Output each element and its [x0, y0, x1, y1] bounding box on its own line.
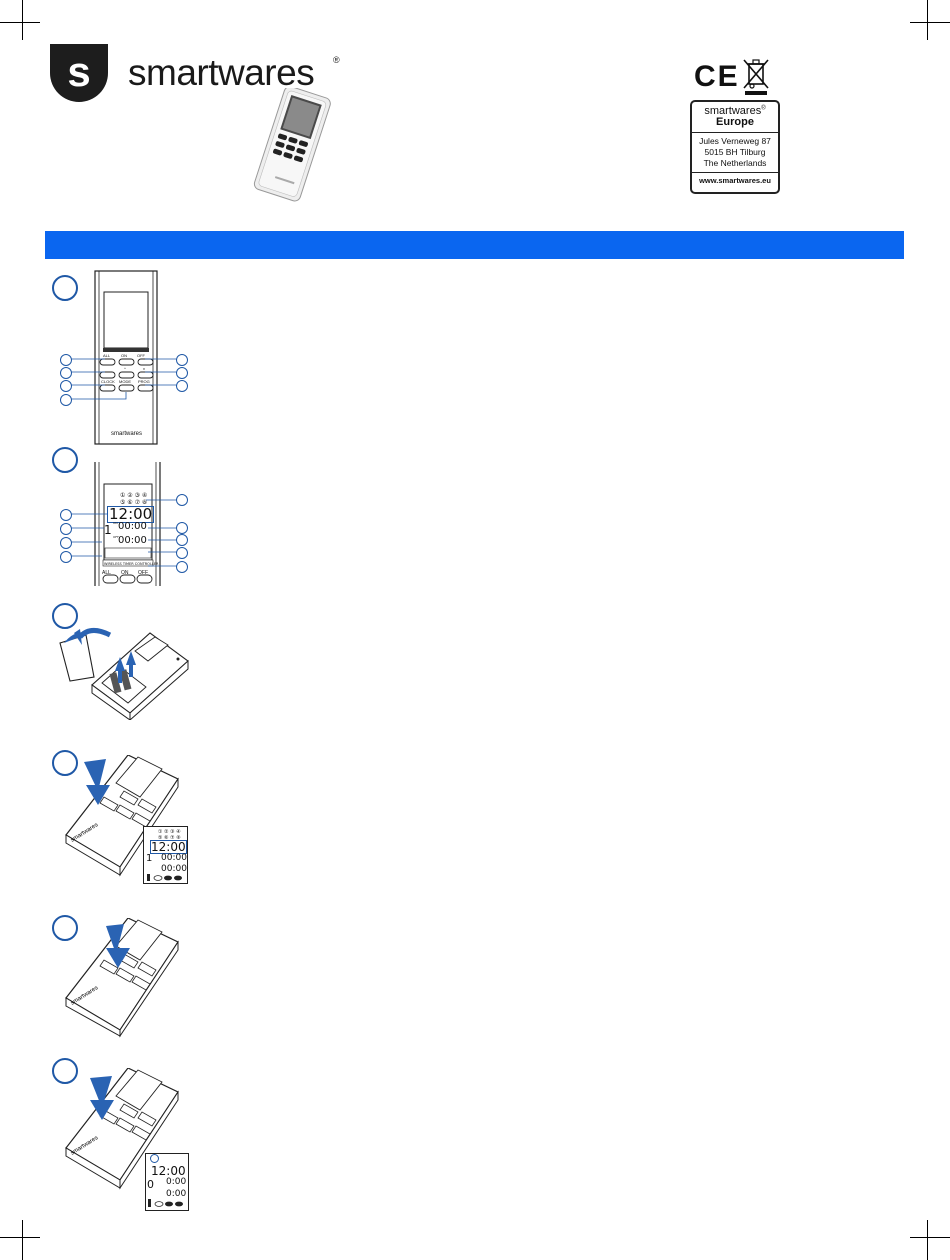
inset-on-time: 00:00: [161, 853, 187, 863]
step-2-leader-lines: [71, 499, 177, 567]
remote-btn-on: ON: [121, 353, 127, 358]
lcd-days-row-1: ① ② ③ ④: [120, 492, 148, 499]
lcd-off-time: 00:00: [118, 535, 147, 546]
callout: [176, 354, 188, 366]
lcd-off-label: OFF: [113, 535, 119, 539]
address-region: Europe: [716, 116, 754, 128]
remote-btn-all: ALL: [103, 353, 111, 358]
remote-btn-clock: CLOCK: [101, 379, 115, 384]
address-website: www.smartwares.eu: [699, 176, 771, 185]
registered-mark: ®: [333, 55, 340, 65]
lcd-btn-on: ON: [121, 570, 129, 576]
remote-brand-label: smartwares: [111, 431, 143, 437]
inset-days-row-1: ① ② ③ ④: [158, 829, 181, 835]
ce-mark: CE: [694, 60, 740, 93]
remote-press-diagram-6: smartwares: [65, 1068, 179, 1190]
address-city: 5015 BH Tilburg: [704, 147, 766, 157]
inset6-indicator-icons: [148, 1199, 183, 1207]
lcd-on-label: ON: [113, 521, 118, 525]
callout: [176, 547, 188, 559]
remote-btn-prog: PROG: [138, 379, 150, 384]
address-brand: smartwares: [704, 105, 762, 117]
manufacturer-address-box: smartwares® Europe Jules Verneweg 87 501…: [690, 100, 780, 194]
inset-indicator-icons: [147, 874, 182, 881]
address-street: Jules Verneweg 87: [699, 136, 771, 146]
remote-btn-down: v: [143, 366, 145, 371]
step-4-marker: [52, 750, 78, 776]
crop-mark: [22, 1220, 23, 1260]
lcd-inset-4: [143, 826, 188, 884]
product-photo: [253, 88, 331, 202]
remote-press-diagram-5: smartwares: [65, 918, 179, 1038]
remote-press-diagram-4: smartwares: [65, 755, 179, 877]
inset6-channel: 0: [147, 1178, 154, 1191]
remote-button-grid: [99, 358, 154, 392]
step-6-marker: [52, 1058, 78, 1084]
lcd-footer: WIRELESS TIMER CONTROLLER: [104, 562, 159, 566]
step-1-leader-lines: [71, 358, 176, 400]
callout: [60, 509, 72, 521]
lcd-on-time: 00:00: [118, 521, 147, 532]
callout: [60, 380, 72, 392]
battery-compartment-diagram: [59, 628, 189, 720]
crop-mark: [927, 1220, 928, 1260]
lcd-btn-all: ALL: [102, 570, 111, 576]
callout: [60, 523, 72, 535]
callout: [60, 537, 72, 549]
callout: [60, 394, 72, 406]
callout: [176, 561, 188, 573]
inset-channel: 1: [146, 853, 153, 864]
brand-name: smartwares: [128, 52, 315, 93]
weee-bin-icon: [743, 59, 769, 95]
lcd-btn-off: OFF: [138, 570, 148, 576]
callout: [60, 354, 72, 366]
highlight-circle: [150, 1154, 159, 1163]
remote-btn-mode: MODE: [119, 379, 131, 384]
step-5-marker: [52, 915, 78, 941]
address-country: The Netherlands: [703, 158, 767, 168]
crop-mark: [0, 22, 40, 23]
remote-front-diagram: [94, 270, 158, 445]
crop-mark: [0, 1237, 40, 1238]
brand-logo: s: [50, 44, 108, 102]
remote-btn-off: OFF: [137, 353, 145, 358]
inset-time: 12:00: [150, 840, 187, 854]
inset6-off-time: 0:00: [166, 1189, 187, 1199]
callout: [60, 551, 72, 563]
step-1-marker: [52, 275, 78, 301]
crop-mark: [910, 1237, 950, 1238]
callout: [176, 367, 188, 379]
callout: [60, 367, 72, 379]
callout: [176, 522, 188, 534]
callout: [176, 494, 188, 506]
callout: [176, 534, 188, 546]
lcd-channel: 1: [104, 523, 112, 537]
inset6-time: 12:00: [151, 1164, 186, 1178]
crop-mark: [22, 0, 23, 40]
section-header-bar: [45, 231, 904, 259]
step-3-marker: [52, 603, 78, 629]
lcd-inset-6: [145, 1153, 189, 1211]
lcd-days-row-2: ⑤ ⑥ ⑦ ⑧: [120, 499, 148, 506]
crop-mark: [927, 0, 928, 40]
inset-off-time: 00:00: [161, 864, 187, 874]
crop-mark: [910, 22, 950, 23]
inset6-on-time: 0:00: [166, 1177, 187, 1187]
address-brand-mark: ®: [761, 105, 766, 112]
lcd-time: 12:00: [107, 505, 155, 523]
remote-btn-up: ^: [124, 366, 126, 371]
step-2-marker: [52, 447, 78, 473]
inset-days-row-2: ⑤ ⑥ ⑦ ⑧: [158, 835, 181, 841]
callout: [176, 380, 188, 392]
logo-letter: s: [67, 48, 91, 95]
